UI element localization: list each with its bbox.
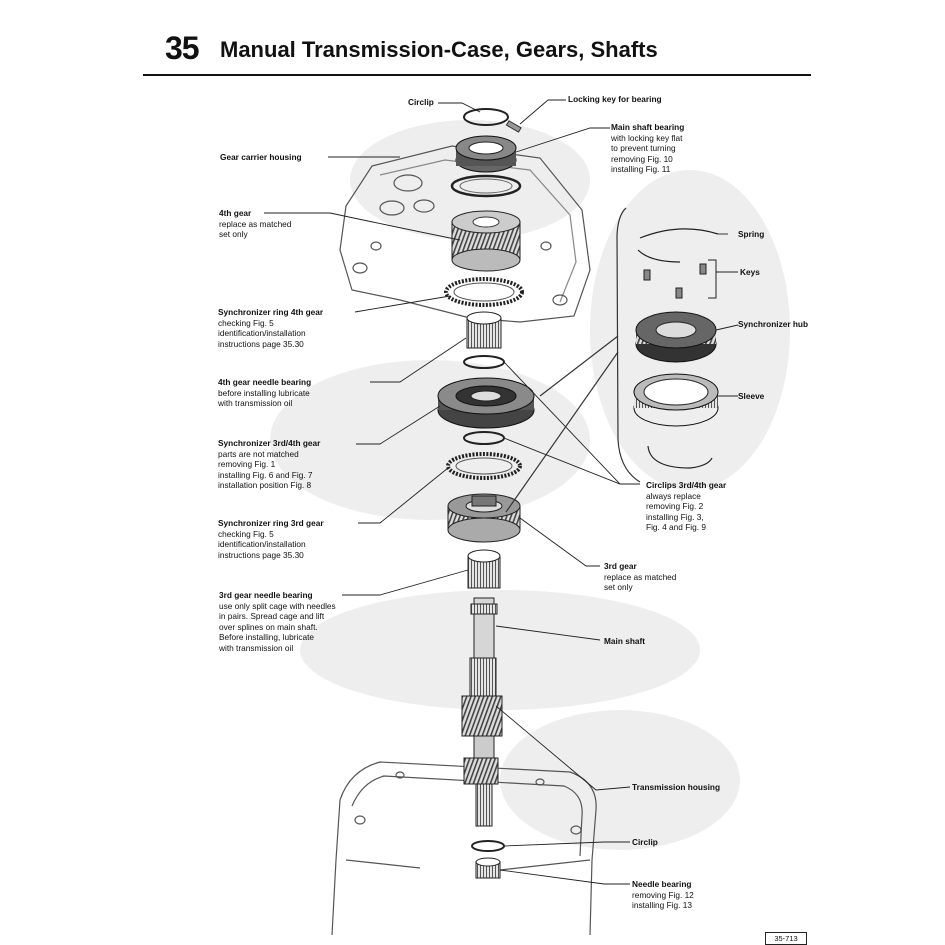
label-sync-ring-3rd-detail: identification/installation: [218, 539, 306, 550]
label-needle-bearing-3rd: 3rd gear needle bearing use only split c…: [219, 590, 336, 654]
label-main-shaft-bearing: Main shaft bearing with locking key flat…: [611, 122, 684, 175]
label-synchronizer-3rd-4th-detail: removing Fig. 1: [218, 459, 276, 470]
label-sleeve: Sleeve: [738, 391, 764, 402]
main-shaft-part: [461, 597, 503, 827]
label-sync-ring-4th-detail: identification/installation: [218, 328, 306, 339]
label-gear-4th-detail: replace as matched: [219, 218, 292, 229]
figure-number: 35-713: [765, 932, 807, 945]
label-synchronizer-3rd-4th: Synchronizer 3rd/4th gear parts are not …: [218, 438, 320, 491]
label-transmission-housing: Transmission housing: [632, 782, 720, 793]
header-rule: [143, 74, 811, 76]
leader-lines: [264, 99, 739, 885]
label-sync-ring-3rd: Synchronizer ring 3rd gear checking Fig.…: [218, 518, 324, 560]
label-locking-key: Locking key for bearing: [568, 94, 662, 105]
synchronizer-hub-part: [635, 311, 717, 363]
label-circlips-3rd-4th-detail: installing Fig. 3,: [646, 511, 704, 522]
label-circlips-3rd-4th-title: Circlips 3rd/4th gear: [646, 480, 727, 490]
label-synchronizer-3rd-4th-detail: installing Fig. 6 and Fig. 7: [218, 469, 313, 480]
label-spring: Spring: [738, 229, 764, 240]
gear-4th-part: [451, 210, 521, 272]
label-circlips-3rd-4th-detail: Fig. 4 and Fig. 9: [646, 522, 706, 533]
label-needle-bearing-title: Needle bearing: [632, 879, 692, 889]
sync-ring-4th-part: [444, 277, 524, 307]
label-gear-3rd-detail: set only: [604, 582, 633, 593]
label-gear-carrier-housing-title: Gear carrier housing: [220, 152, 302, 162]
label-needle-bearing-detail: installing Fig. 13: [632, 900, 692, 911]
label-needle-bearing-3rd-detail: in pairs. Spread cage and lift: [219, 611, 325, 622]
label-main-shaft: Main shaft: [604, 636, 645, 647]
breakout-circlip-part: [647, 445, 713, 469]
synchronizer-breakout-bracket: [505, 207, 641, 513]
section-number: 35: [165, 30, 200, 66]
circlip-top-part: [463, 108, 509, 126]
label-main-shaft-bearing-title: Main shaft bearing: [611, 122, 685, 132]
label-synchronizer-3rd-4th-title: Synchronizer 3rd/4th gear: [218, 438, 321, 448]
label-gear-4th: 4th gear replace as matched set only: [219, 208, 291, 240]
label-needle-bearing-3rd-detail: over splines on main shaft.: [219, 621, 318, 632]
bearing-seat-ring: [450, 174, 522, 198]
label-needle-bearing-3rd-detail: Before installing, lubricate: [219, 632, 315, 643]
label-main-shaft-title: Main shaft: [604, 636, 646, 646]
label-main-shaft-bearing-detail: with locking key flat: [611, 132, 683, 143]
transmission-housing-drawing: [331, 761, 597, 936]
label-locking-key-title: Locking key for bearing: [568, 94, 662, 104]
needle-bearing-bottom-part: [475, 857, 501, 879]
label-needle-bearing-4th-title: 4th gear needle bearing: [218, 377, 312, 387]
label-sync-ring-4th: Synchronizer ring 4th gear checking Fig.…: [218, 307, 323, 349]
label-gear-4th-title: 4th gear: [219, 208, 252, 218]
label-spring-title: Spring: [738, 229, 765, 239]
label-gear-carrier-housing: Gear carrier housing: [220, 152, 302, 163]
needle-bearing-3rd-part: [467, 549, 501, 589]
label-gear-3rd-title: 3rd gear: [604, 561, 637, 571]
label-gear-4th-detail: set only: [219, 229, 248, 240]
keys-part: [643, 259, 717, 299]
label-needle-bearing-4th: 4th gear needle bearing before installin…: [218, 377, 311, 409]
label-transmission-housing-title: Transmission housing: [632, 782, 721, 792]
label-needle-bearing-3rd-title: 3rd gear needle bearing: [219, 590, 313, 600]
label-keys: Keys: [740, 267, 760, 278]
label-needle-bearing-3rd-detail: with transmission oil: [219, 642, 294, 653]
label-circlips-3rd-4th-detail: always replace: [646, 490, 701, 501]
locking-key-part: [505, 120, 522, 133]
label-sync-ring-3rd-detail: instructions page 35.30: [218, 549, 304, 560]
label-needle-bearing-3rd-detail: use only split cage with needles: [219, 600, 336, 611]
label-gear-3rd: 3rd gear replace as matched set only: [604, 561, 676, 593]
label-gear-3rd-detail: replace as matched: [604, 571, 677, 582]
spring-part: [637, 228, 719, 263]
label-main-shaft-bearing-detail: removing Fig. 10: [611, 153, 673, 164]
label-keys-title: Keys: [740, 267, 760, 277]
label-circlip-bottom: Circlip: [632, 837, 658, 848]
label-circlips-3rd-4th: Circlips 3rd/4th gear always replace rem…: [646, 480, 726, 533]
label-main-shaft-bearing-detail: installing Fig. 11: [611, 164, 671, 175]
label-needle-bearing: Needle bearing removing Fig. 12 installi…: [632, 879, 694, 911]
gear-3rd-part: [447, 493, 521, 543]
main-shaft-bearing-part: [455, 135, 517, 173]
sync-ring-3rd-part: [446, 452, 522, 480]
label-sync-ring-4th-title: Synchronizer ring 4th gear: [218, 307, 324, 317]
label-circlip-top: Circlip: [408, 97, 434, 108]
label-needle-bearing-4th-detail: before installing lubricate: [218, 387, 310, 398]
label-sync-ring-3rd-title: Synchronizer ring 3rd gear: [218, 518, 324, 528]
label-synchronizer-hub: Synchronizer hub: [738, 319, 808, 330]
needle-bearing-4th-part: [466, 311, 502, 349]
label-sync-ring-4th-detail: instructions page 35.30: [218, 338, 304, 349]
label-needle-bearing-detail: removing Fig. 12: [632, 889, 694, 900]
synchronizer-assembly-part: [437, 377, 535, 429]
label-circlips-3rd-4th-detail: removing Fig. 2: [646, 501, 704, 512]
circlip-bottom-part: [471, 840, 505, 852]
label-circlip-bottom-title: Circlip: [632, 837, 658, 847]
label-needle-bearing-4th-detail: with transmission oil: [218, 398, 293, 409]
label-sync-ring-4th-detail: checking Fig. 5: [218, 317, 274, 328]
label-sync-ring-3rd-detail: checking Fig. 5: [218, 528, 274, 539]
label-circlip-top-title: Circlip: [408, 97, 434, 107]
label-synchronizer-hub-title: Synchronizer hub: [738, 319, 809, 329]
sleeve-part: [633, 373, 719, 427]
label-main-shaft-bearing-detail: to prevent turning: [611, 143, 676, 154]
gear-carrier-housing-drawing: [339, 145, 591, 323]
section-title: Manual Transmission-Case, Gears, Shafts: [220, 37, 658, 62]
label-synchronizer-3rd-4th-detail: installation position Fig. 8: [218, 480, 312, 491]
label-sleeve-title: Sleeve: [738, 391, 765, 401]
label-synchronizer-3rd-4th-detail: parts are not matched: [218, 448, 299, 459]
